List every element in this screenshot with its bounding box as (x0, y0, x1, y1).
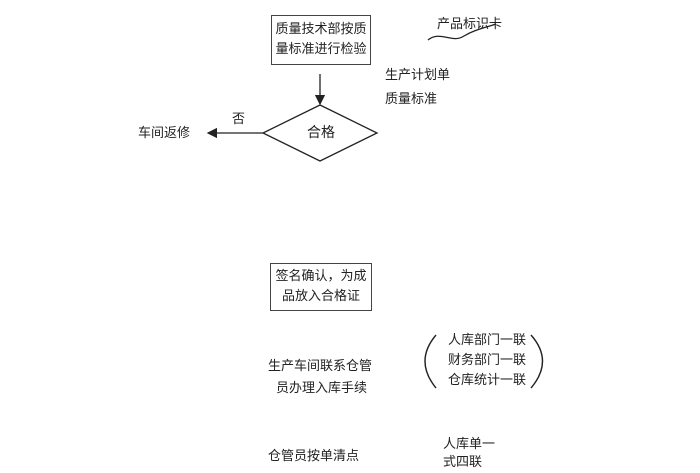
decision-no-label: 否 (232, 112, 246, 127)
copy-item-2: 财务部门一联 (448, 353, 527, 368)
copy-item-1: 人库部门一联 (448, 333, 527, 348)
product-card-label: 产品标识卡 (437, 17, 503, 32)
stockin-line-2: 员办理入库手续 (276, 381, 368, 396)
sign-line-1: 签名确认，为成 (275, 269, 367, 284)
inspection-line-1: 质量技术部按质 (275, 22, 367, 37)
copy-item-3: 仓库统计一联 (448, 373, 527, 388)
plan-doc-2: 质量标准 (385, 92, 438, 107)
last-step-label: 仓管员按单清点 (268, 449, 360, 464)
decision-diamond (261, 104, 379, 162)
receipt-line-1: 人库单一 (443, 437, 496, 452)
rework-label: 车间返修 (138, 126, 191, 141)
stockin-line-1: 生产车间联系仓管 (268, 359, 373, 374)
copies-bracket-right (530, 334, 544, 389)
inspection-line-2: 量标准进行检验 (275, 42, 367, 57)
inspection-box: 质量技术部按质 量标准进行检验 (271, 15, 371, 65)
product-card-wave (427, 23, 497, 41)
sign-line-2: 品放入合格证 (281, 289, 360, 304)
decision-label: 合格 (307, 125, 335, 141)
receipt-line-2: 式四联 (443, 455, 483, 470)
sign-box: 签名确认，为成 品放入合格证 (270, 263, 372, 311)
plan-doc-1: 生产计划单 (385, 68, 451, 83)
copies-bracket-left (424, 334, 437, 389)
